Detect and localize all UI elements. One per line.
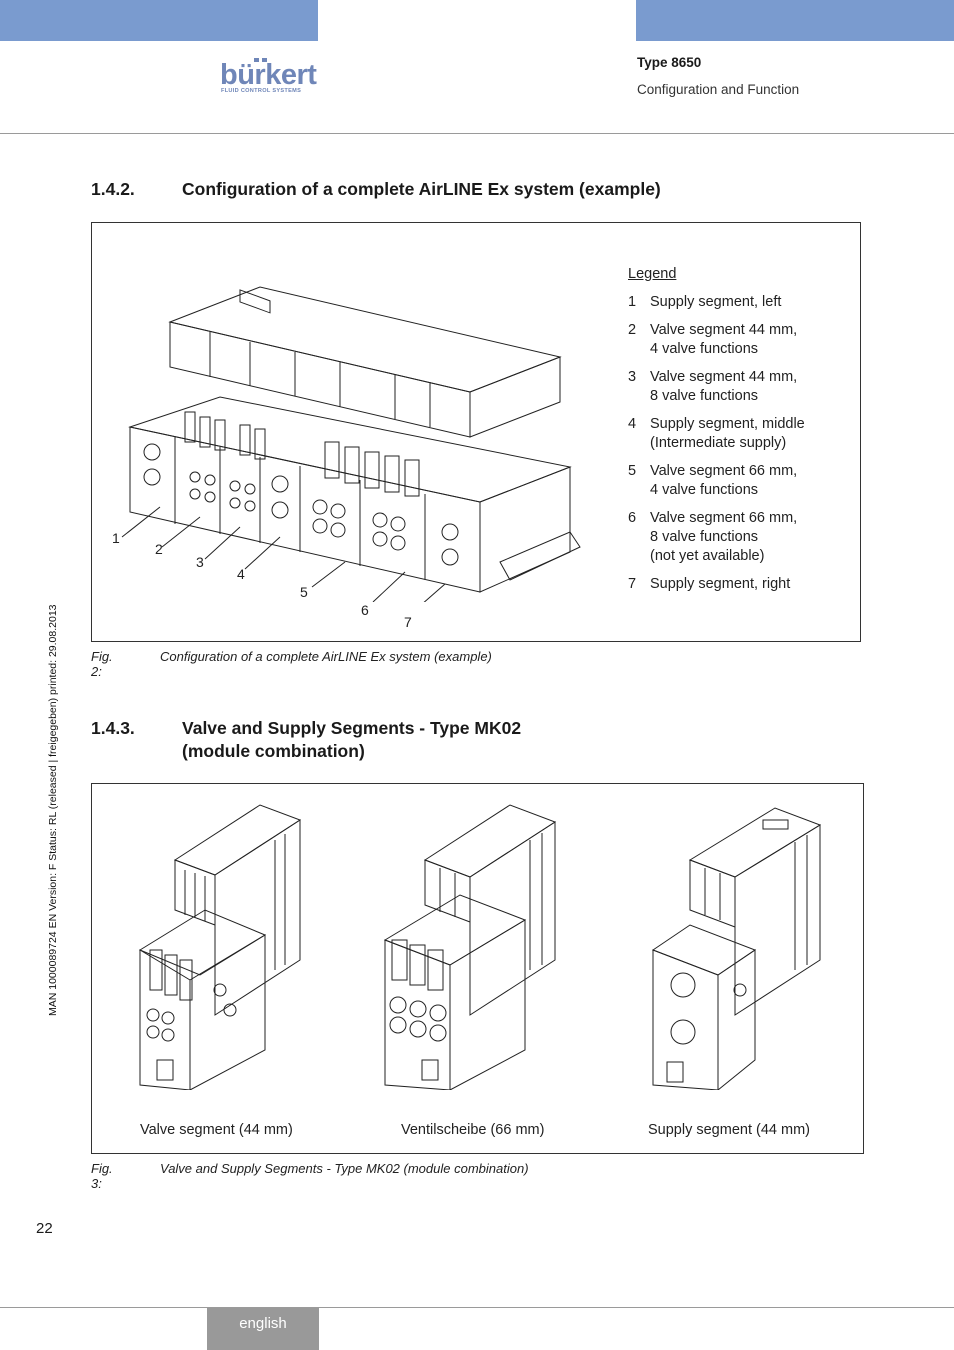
callout-7: 7	[404, 614, 412, 630]
legend-item-text: Valve segment 66 mm, 4 valve functions	[650, 463, 798, 498]
legend-item-number: 1	[628, 294, 637, 310]
legend-item-text: Supply segment, middle (Intermediate sup…	[650, 416, 805, 451]
callout-2: 2	[155, 541, 163, 557]
valve-segment-44-drawing	[138, 804, 302, 1090]
caption-number: Fig. 2:	[91, 649, 113, 679]
header-band-right	[636, 0, 954, 41]
legend-item: 1 Supply segment, left	[628, 293, 853, 312]
callout-6: 6	[361, 602, 369, 618]
section-number: 1.4.2.	[91, 179, 135, 199]
caption-number: Fig. 3:	[91, 1161, 113, 1191]
callout-4: 4	[237, 566, 245, 582]
legend-title: Legend	[628, 266, 677, 282]
legend-item: 2 Valve segment 44 mm, 4 valve functions	[628, 321, 853, 359]
page-number: 22	[36, 1220, 53, 1237]
callout-3: 3	[196, 554, 204, 570]
footer-rule	[0, 1307, 954, 1308]
caption-text: Valve and Supply Segments - Type MK02 (m…	[160, 1161, 529, 1176]
logo-umlaut-dots	[254, 58, 267, 62]
figure-3-frame	[91, 783, 864, 1154]
section-number: 1.4.3.	[91, 718, 135, 738]
burkert-logo: bürkert FLUID CONTROL SYSTEMS	[220, 58, 320, 98]
caption-text: Configuration of a complete AirLINE Ex s…	[160, 649, 492, 664]
legend-item: 4 Supply segment, middle (Intermediate su…	[628, 415, 853, 453]
legend-item-number: 7	[628, 576, 637, 592]
header-band-left	[0, 0, 318, 41]
section-title-line1: Valve and Supply Segments - Type MK02	[182, 718, 522, 738]
header-section: Configuration and Function	[637, 82, 800, 97]
airline-system-drawing	[121, 286, 581, 602]
callout-5: 5	[300, 584, 308, 600]
figure-3-label-valve-44: Valve segment (44 mm)	[140, 1122, 293, 1138]
legend-item-text: Supply segment, right	[650, 576, 791, 592]
legend-item-number: 4	[628, 416, 637, 432]
legend-item-text: Valve segment 44 mm, 4 valve functions	[650, 322, 798, 357]
legend-item-text: Supply segment, left	[650, 294, 782, 310]
legend-item: 3 Valve segment 44 mm, 8 valve functions	[628, 368, 853, 406]
supply-segment-44-drawing	[651, 807, 822, 1090]
valve-segment-66-drawing	[383, 804, 557, 1090]
logo-wordmark: bürkert	[220, 59, 317, 91]
legend-item-number: 5	[628, 463, 637, 479]
legend-item: 7 Supply segment, right	[628, 575, 853, 594]
figure-2-frame	[91, 222, 861, 642]
logo-tagline: FLUID CONTROL SYSTEMS	[221, 88, 302, 94]
legend-item-number: 6	[628, 510, 637, 526]
legend-item-number: 3	[628, 369, 637, 385]
header-rule	[0, 133, 954, 134]
section-heading-1-4-3: 1.4.3. Valve and Supply Segments - Type …	[91, 717, 891, 765]
callout-1: 1	[112, 530, 120, 546]
legend-item-text: Valve segment 44 mm, 8 valve functions	[650, 369, 798, 404]
figure-3-label-valve-66: Ventilscheibe (66 mm)	[401, 1122, 545, 1138]
legend-item-number: 2	[628, 322, 637, 338]
language-tab: english	[207, 1308, 319, 1350]
legend-item-text: Valve segment 66 mm, 8 valve functions (…	[650, 510, 798, 564]
section-heading-1-4-2: 1.4.2. Configuration of a complete AirLI…	[91, 178, 891, 202]
section-title-line2: (module combination)	[182, 741, 365, 761]
legend-item: 5 Valve segment 66 mm, 4 valve functions	[628, 462, 853, 500]
document-meta-sidebar: MAN 1000089724 EN Version: F Status: RL …	[47, 604, 59, 1016]
section-title: Configuration of a complete AirLINE Ex s…	[182, 179, 661, 199]
legend-item: 6 Valve segment 66 mm, 8 valve functions …	[628, 509, 853, 566]
header-type: Type 8650	[637, 55, 702, 70]
figure-3-label-supply-44: Supply segment (44 mm)	[648, 1122, 810, 1138]
